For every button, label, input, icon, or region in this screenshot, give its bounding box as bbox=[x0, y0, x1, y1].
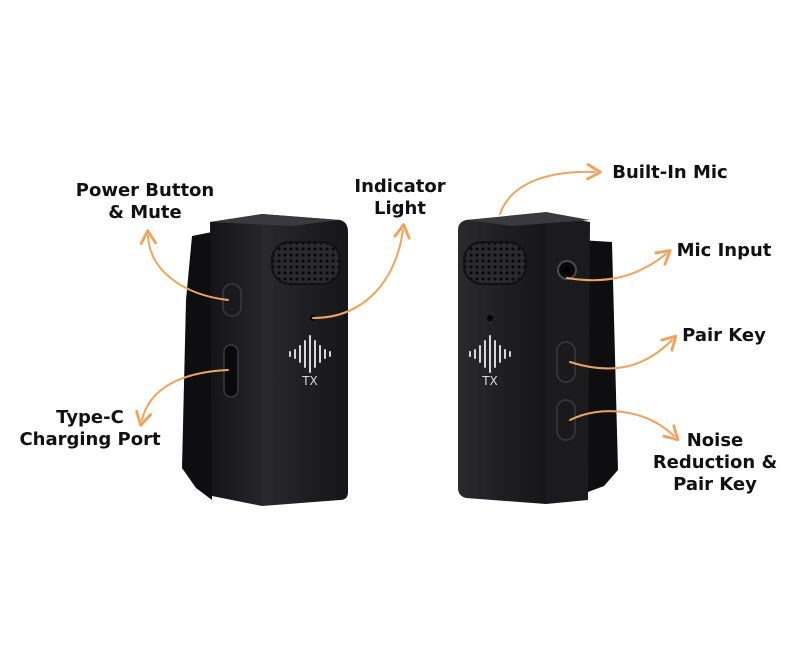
right-sound-wave-logo bbox=[469, 335, 511, 373]
left-transmitter: TX bbox=[182, 214, 348, 506]
arrow-noise-reduction bbox=[569, 410, 680, 442]
right-noise-reduction-button[interactable] bbox=[556, 399, 576, 441]
label-type-c: Type-C Charging Port bbox=[19, 407, 161, 450]
right-tx-badge: TX bbox=[481, 374, 498, 388]
left-clip bbox=[182, 232, 212, 500]
label-power-button: Power Button & Mute bbox=[75, 180, 215, 223]
right-mic-input-jack-hole bbox=[563, 266, 571, 274]
label-built-in-mic: Built-In Mic bbox=[612, 162, 728, 183]
label-noise-reduction: Noise Reduction & Pair Key bbox=[652, 430, 778, 495]
label-pair-key: Pair Key bbox=[682, 325, 766, 346]
label-mic-input: Mic Input bbox=[676, 240, 772, 261]
left-mic-grill bbox=[271, 241, 341, 285]
left-top-edge bbox=[210, 214, 340, 226]
arrow-built-in-mic bbox=[499, 163, 602, 215]
arrow-power-button bbox=[139, 229, 229, 301]
arrow-type-c bbox=[135, 369, 229, 427]
arrow-pair-key bbox=[569, 334, 678, 370]
right-transmitter: TX bbox=[458, 212, 618, 504]
right-front-panel bbox=[458, 214, 546, 504]
arrow-indicator-light bbox=[312, 223, 411, 319]
right-indicator-light bbox=[487, 315, 493, 321]
arrow-mic-input bbox=[566, 249, 672, 282]
right-pair-button[interactable] bbox=[556, 341, 576, 383]
label-indicator-light: Indicator Light bbox=[354, 176, 446, 219]
left-sound-wave-logo bbox=[289, 335, 331, 373]
right-clip bbox=[580, 240, 618, 492]
right-top-edge bbox=[466, 212, 590, 226]
right-mic-grill bbox=[463, 241, 527, 285]
left-tx-badge: TX bbox=[301, 374, 318, 388]
